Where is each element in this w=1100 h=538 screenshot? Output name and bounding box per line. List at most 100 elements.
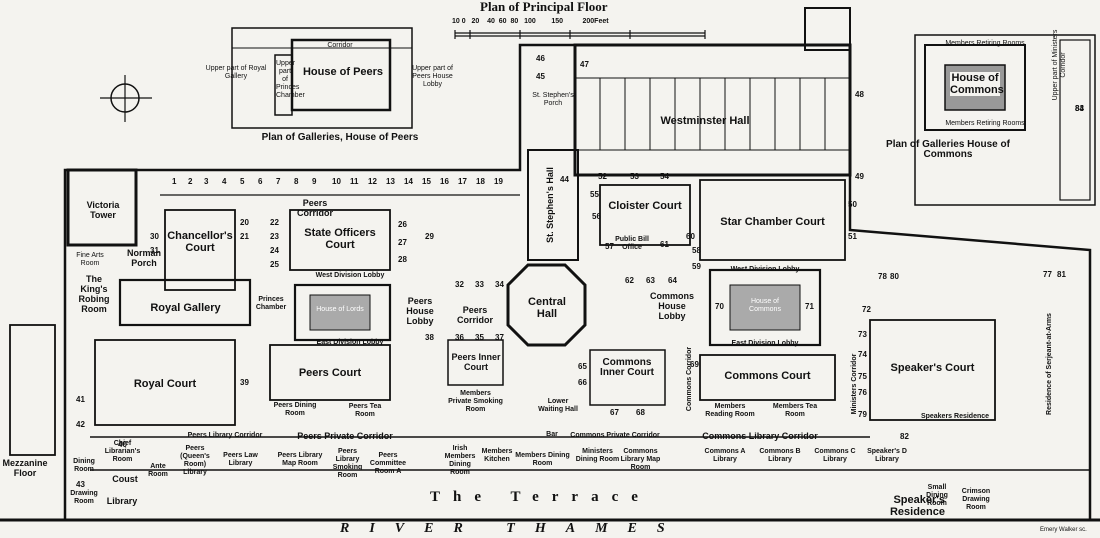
- room-number: 49: [855, 172, 864, 181]
- engraver-credit: Emery Walker sc.: [1040, 527, 1087, 533]
- room-number: 13: [386, 177, 395, 186]
- room-number: 14: [404, 177, 413, 186]
- ante-room: Ante Room: [148, 463, 168, 478]
- ministers-dining-room: Ministers Dining Room: [575, 448, 620, 463]
- room-number: 70: [715, 302, 724, 311]
- peers-library-map-room: Peers Library Map Room: [277, 452, 323, 467]
- room-number: 34: [495, 280, 504, 289]
- royal-court: Royal Court: [133, 378, 197, 390]
- inset-bottom-retiring: Members Retiring Rooms: [945, 120, 1025, 127]
- room-number: 65: [578, 362, 587, 371]
- room-number: 77: [1043, 270, 1052, 279]
- small-dining-room-left: Small Dining Room: [926, 484, 948, 507]
- room-number: 38: [425, 333, 434, 342]
- room-number: 61: [660, 240, 669, 249]
- inset-royal-gallery-note: Upper part of Royal Gallery: [205, 65, 267, 80]
- inset-ministers-note: Upper part of Ministers Corridor: [1052, 29, 1067, 101]
- st-stephens-porch: St. Stephen's Porch: [532, 92, 574, 107]
- room-number: 44: [560, 175, 569, 184]
- peers-library-smoking-room: Peers Library Smoking Room: [332, 448, 363, 479]
- room-number: 18: [476, 177, 485, 186]
- members-tea-room: Members Tea Room: [772, 403, 818, 418]
- room-number: 22: [270, 218, 279, 227]
- fine-arts-room: Fine Arts Room: [76, 252, 104, 267]
- compass-rose: [100, 75, 152, 122]
- plan-title: Plan of Principal Floor: [480, 0, 608, 14]
- room-number: 66: [578, 378, 587, 387]
- peers-queens-room-library: Peers (Queen's Room) Library: [180, 445, 210, 476]
- room-number: 45: [536, 72, 545, 81]
- room-number: 68: [636, 408, 645, 417]
- house-of-lords-chamber: House of Lords: [316, 306, 364, 313]
- commons-house-lobby: Commons House Lobby: [649, 291, 694, 321]
- cloister-court: Cloister Court: [608, 200, 682, 212]
- peers-tea-room: Peers Tea Room: [348, 403, 382, 418]
- victoria-tower-outline: [66, 168, 138, 247]
- room-number: 19: [494, 177, 503, 186]
- cloister-court-outline: [599, 184, 691, 246]
- peers-law-library: Peers Law Library: [223, 452, 258, 467]
- royal-gallery: Royal Gallery: [150, 302, 221, 314]
- room-number: 31: [150, 246, 159, 255]
- speakers-d-library: Speaker's D Library: [867, 448, 907, 463]
- commons-court: Commons Court: [724, 370, 811, 382]
- room-number: 56: [592, 212, 601, 221]
- star-chamber-court: Star Chamber Court: [720, 216, 825, 228]
- lords-benches: [309, 294, 371, 331]
- state-officers-court: State Officers Court: [304, 227, 376, 251]
- scale-bar: [454, 30, 706, 39]
- room-number: 76: [858, 388, 867, 397]
- peers-court-outline: [269, 344, 391, 401]
- room-number: 48: [855, 90, 864, 99]
- room-number: 5: [240, 177, 245, 186]
- chancellors-court-outline: [164, 209, 236, 291]
- room-number: 17: [458, 177, 467, 186]
- peers-inner-court-outline: [447, 339, 504, 386]
- room-number: 57: [605, 242, 614, 251]
- inset-house-of-commons: House of Commons: [950, 72, 1004, 96]
- east-division-lobby-lords: East Division Lobby: [316, 339, 384, 346]
- room-number: 16: [440, 177, 449, 186]
- room-number: 84: [1075, 104, 1084, 113]
- room-number: 32: [455, 280, 464, 289]
- room-number: 10: [332, 177, 341, 186]
- river-thames-label: RIVER THAMES: [340, 521, 685, 536]
- room-number: 81: [1057, 270, 1066, 279]
- room-number: 50: [848, 200, 857, 209]
- house-of-commons-outline: [708, 268, 822, 347]
- room-number: 63: [646, 276, 655, 285]
- room-number: 21: [240, 232, 249, 241]
- commons-b-library: Commons B Library: [759, 448, 801, 463]
- commons-library-corridor: Commons Library Corridor: [702, 431, 818, 441]
- room-number: 69: [690, 360, 699, 369]
- room-number: 54: [660, 172, 669, 181]
- dining-room-left: Dining Room: [73, 458, 95, 473]
- room-number: 82: [900, 432, 909, 441]
- state-officers-court-outline: [289, 209, 391, 271]
- st-stephens-hall-outline: [527, 149, 579, 261]
- room-number: 6: [258, 177, 263, 186]
- room-number: 83: [1075, 104, 1084, 113]
- drawing-room-left: Drawing Room: [70, 490, 98, 505]
- room-number: 43: [76, 480, 85, 489]
- commons-corridor: Commons Corridor: [686, 346, 693, 412]
- room-number: 8: [294, 177, 299, 186]
- commons-court-outline: [699, 354, 836, 401]
- room-number: 79: [858, 410, 867, 419]
- room-number: 75: [858, 372, 867, 381]
- room-number: 23: [270, 232, 279, 241]
- princes-chamber: Princes Chamber: [255, 296, 287, 311]
- kings-robing-room: The King's Robing Room: [78, 274, 110, 314]
- inset-peers-lobby-note: Upper part of Peers House Lobby: [412, 65, 453, 88]
- speakers-court-outline: [869, 319, 996, 421]
- royal-gallery-outline: [118, 278, 252, 327]
- room-number: 80: [890, 272, 899, 281]
- commons-c-library: Commons C Library: [814, 448, 856, 463]
- peers-committee-room-a: Peers Committee Room A: [369, 452, 407, 475]
- crimson-drawing-room: Crimson Drawing Room: [961, 488, 991, 511]
- inset-princes-note: Upper part of Princes Chamber: [276, 60, 305, 99]
- norman-porch: Norman Porch: [126, 248, 161, 268]
- room-number: 15: [422, 177, 431, 186]
- room-number: 24: [270, 246, 279, 255]
